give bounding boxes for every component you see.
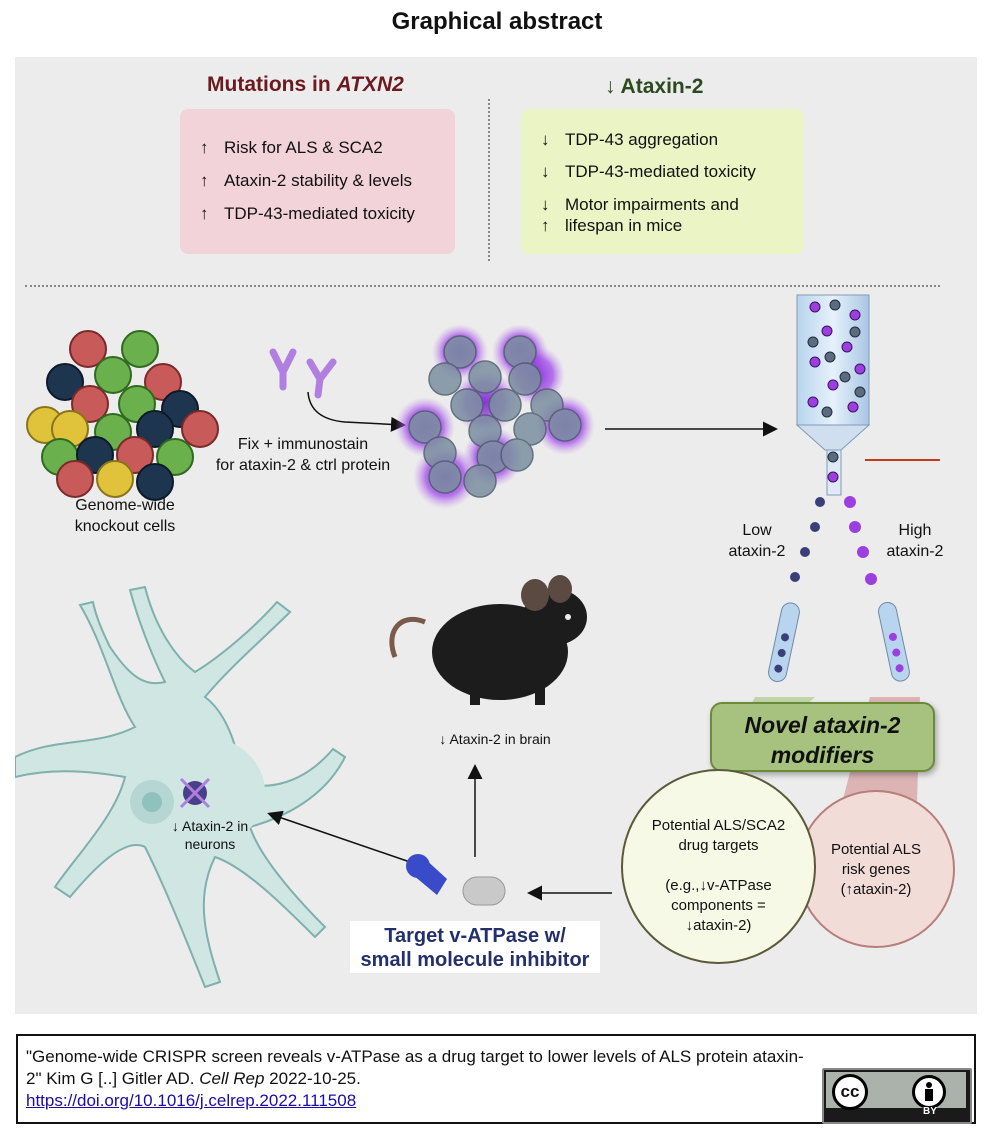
page-title: Graphical abstract — [391, 8, 603, 35]
ataxin-crossed-icon — [179, 777, 211, 809]
mutations-item: ↑TDP-43-mediated toxicity — [200, 204, 415, 223]
low-tube — [768, 602, 800, 683]
stain-arrow — [307, 391, 406, 432]
sorted-droplets — [790, 496, 877, 585]
knockout-cells — [26, 330, 219, 501]
by-label: BY — [923, 1106, 937, 1117]
mutations-box: ↑Risk for ALS & SCA2 ↑Ataxin-2 stability… — [180, 109, 455, 254]
neuron-illustration — [15, 585, 347, 989]
mutations-heading: Mutations in ATXN2 — [207, 73, 404, 96]
stained-cells — [395, 324, 595, 509]
mouse-illustration — [389, 575, 587, 705]
ataxin-down-item: ↓TDP-43 aggregation — [541, 130, 719, 149]
vertical-divider — [488, 99, 490, 261]
capsule-icon — [406, 854, 506, 906]
ataxin-down-item: ↓Motor impairments and — [541, 195, 739, 214]
citation-box: "Genome-wide CRISPR screen reveals v-ATP… — [16, 1034, 976, 1124]
ataxin-down-box: ↓TDP-43 aggregation ↓TDP-43-mediated tox… — [521, 109, 804, 254]
citation-text: "Genome-wide CRISPR screen reveals v-ATP… — [26, 1047, 804, 1110]
ataxin-down-heading: ↓ Ataxin-2 — [605, 75, 704, 98]
mutations-item: ↑Ataxin-2 stability & levels — [200, 171, 413, 190]
abstract-panel: Mutations in ATXN2 ↓ Ataxin-2 ↑Risk for … — [15, 57, 977, 1014]
inhibitor-label: Target v-ATPase w/small molecule inhibit… — [350, 921, 600, 973]
cc-icon: cc — [832, 1074, 868, 1110]
to-neuron-arrow — [267, 810, 411, 863]
antibody-icon — [269, 348, 337, 399]
horizontal-divider — [25, 285, 940, 287]
ataxin-down-item: ↑lifespan in mice — [541, 216, 683, 235]
by-person-icon — [912, 1075, 946, 1109]
screen-illustration — [15, 294, 940, 989]
mouse-label: ↓ Ataxin-2 in brain — [439, 731, 551, 747]
ataxin-down-item: ↓TDP-43-mediated toxicity — [541, 162, 756, 181]
cc-by-badge[interactable]: cc BY — [822, 1068, 972, 1124]
facs-column — [795, 294, 940, 496]
doi-link[interactable]: https://doi.org/10.1016/j.celrep.2022.11… — [26, 1091, 357, 1110]
high-tube — [878, 601, 910, 682]
mutations-item: ↑Risk for ALS & SCA2 — [200, 138, 383, 157]
